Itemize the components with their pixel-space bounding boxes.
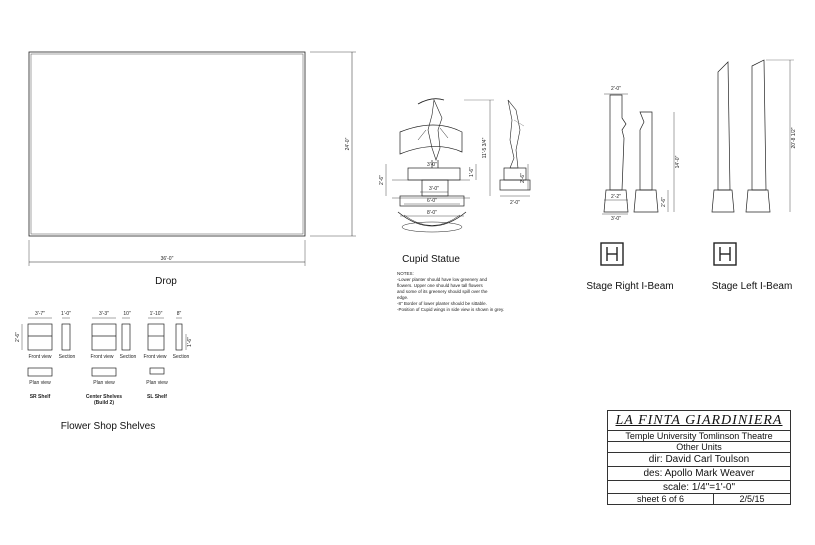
sl-dim-height: 20'-8 1/2" [791,127,797,148]
sr-front-label: Front view [28,354,51,360]
sr-dim-base: 2'-2" [611,194,621,200]
cupid-dim-small: 1'-6" [469,167,475,177]
sr-dim-height: 14'-0" [675,155,681,168]
drop-label: Drop [155,276,177,287]
cupid-dim-plinth: 3'-0" [427,162,437,168]
sr-dim-top: 2'-0" [611,86,621,92]
stage-left-ibeam [711,59,794,266]
center-shelf-width: 3'-3" [99,311,109,317]
title-block-bottom: sheet 6 of 6 2/5/15 [608,494,790,505]
drop-outline [28,51,306,237]
sl-plan-label: Plan view [146,380,168,386]
sr-dim-bottom: 3'-0" [611,216,621,222]
cupid-dim-outer: 8'-0" [427,210,437,216]
cupid-dim-inner: 3'-0" [429,186,439,192]
title-block-divider [713,494,714,505]
center-shelf-sub: (Build 2) [94,400,114,406]
stage-right-ibeam [600,93,675,266]
sr-section-label: Section [59,354,76,360]
sl-shelf-height: 1'-6" [187,337,193,347]
title-block: LA FINTA GIARDINIERA Temple University T… [607,410,791,505]
sr-dim-base-height: 2'-6" [661,197,667,207]
designer: des: Apollo Mark Weaver [608,467,790,481]
sl-front-label: Front view [143,354,166,360]
scale: scale: 1/4"=1'-0" [608,481,790,494]
sl-shelf-depth: 8" [177,311,182,317]
sl-shelf-width: 1'-10" [150,311,163,317]
cupid-dim-side-height: 2'-6" [520,173,526,183]
cupid-notes: NOTES: -Lower planter should have low gr… [397,271,504,312]
cupid-dim-mid: 6'-0" [427,198,437,204]
flower-shop-shelves [21,317,187,377]
center-front-label: Front view [90,354,113,360]
drop-width-dim: 36'-0" [161,256,174,262]
svg-text:NOTES:: NOTES: [397,271,414,276]
sheet-number: sheet 6 of 6 [636,494,685,504]
center-section-label: Section [120,354,137,360]
shelves-label: Flower Shop Shelves [61,421,156,432]
sr-shelf-depth: 1'-0" [61,311,71,317]
svg-text:and some of its greenery shoul: and some of its greenery should spill ov… [397,289,488,294]
sheet-date: 2/5/15 [739,494,765,504]
cupid-side-view [499,99,531,197]
director: dir: David Carl Toulson [608,453,790,467]
cupid-front-view [385,98,494,233]
sr-shelf-name: SR Shelf [30,394,51,400]
shelf-height-dim: 2'-6" [15,332,21,342]
stage-left-label: Stage Left I-Beam [712,281,793,292]
show-title: LA FINTA GIARDINIERA [608,411,790,431]
sl-section-label: Section [173,354,190,360]
drop-drawing [28,51,356,266]
stage-right-label: Stage Right I-Beam [586,281,673,292]
sl-shelf-name: SL Shelf [147,394,167,400]
svg-text:-Position of Cupid wings in si: -Position of Cupid wings in side view is… [397,307,504,312]
center-shelf-depth: 10" [123,311,131,317]
svg-text:flowers. Upper one should hav: flowers. Upper one should have tall flow… [397,283,484,288]
svg-text:-Lower planter should have low: -Lower planter should have low greenery … [397,277,488,282]
center-plan-label: Plan view [93,380,115,386]
units-label: Other Units [608,442,790,453]
svg-text:edge.: edge. [397,295,408,300]
theatre-name: Temple University Tomlinson Theatre [608,431,790,442]
center-shelf-name: Center Shelves [86,394,122,400]
svg-text:-8" Border of lower planter sh: -8" Border of lower planter should be si… [397,301,487,306]
sr-plan-label: Plan view [29,380,51,386]
cupid-dim-side-base: 2'-0" [510,200,520,206]
cupid-label: Cupid Statue [402,254,460,265]
sr-shelf-width: 3'-7" [35,311,45,317]
drop-height-dim: 24'-0" [345,137,351,150]
cupid-dim-height: 11'-5 3/4" [482,137,488,158]
cupid-dim-base-height: 2'-6" [379,175,385,185]
